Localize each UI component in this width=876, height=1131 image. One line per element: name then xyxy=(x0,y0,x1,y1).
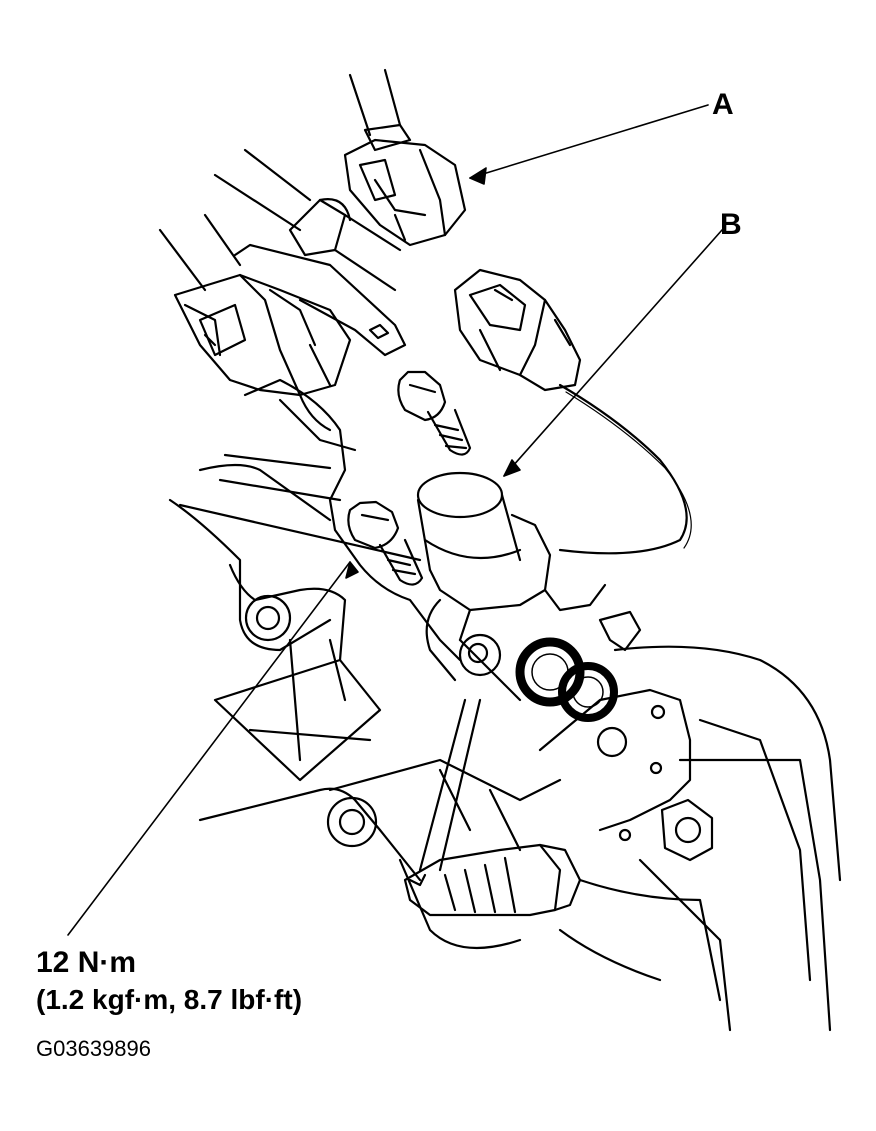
left-connector xyxy=(173,273,352,397)
torque-bolt xyxy=(347,500,424,586)
figure-id: G03639896 xyxy=(36,1036,151,1061)
mounting-bracket xyxy=(233,243,462,662)
leader-lines xyxy=(67,104,723,936)
solenoid-harness-connector xyxy=(453,268,582,392)
leader-line-a xyxy=(469,104,709,179)
torque-spec-metric: 12 N·m xyxy=(36,946,137,979)
lower-sensor-connector xyxy=(403,698,582,917)
arrow-head-torque xyxy=(345,561,359,579)
right-nut xyxy=(660,798,714,862)
arrow-head-b xyxy=(503,459,521,477)
arrow-head-a xyxy=(469,167,487,185)
leader-line-b xyxy=(503,229,723,477)
solenoid-mount-hole xyxy=(458,633,502,677)
transmission-case xyxy=(168,453,842,1032)
case-mount-boss-left xyxy=(244,594,292,642)
case-mount-boss-lower xyxy=(326,796,378,848)
callout-label-b: B xyxy=(720,208,742,241)
torque-spec-converted: (1.2 kgf·m, 8.7 lbf·ft) xyxy=(36,984,303,1015)
case-rib xyxy=(213,658,382,782)
o-rings xyxy=(515,637,618,722)
leader-line-torque xyxy=(67,561,351,936)
solenoid-b xyxy=(416,471,607,702)
upper-left-harness xyxy=(158,148,402,292)
solenoid-wire xyxy=(558,383,688,555)
valve-body-plate xyxy=(538,610,692,842)
upper-bolt xyxy=(397,370,472,456)
connector-a xyxy=(343,68,467,247)
callout-label-a: A xyxy=(712,88,734,121)
